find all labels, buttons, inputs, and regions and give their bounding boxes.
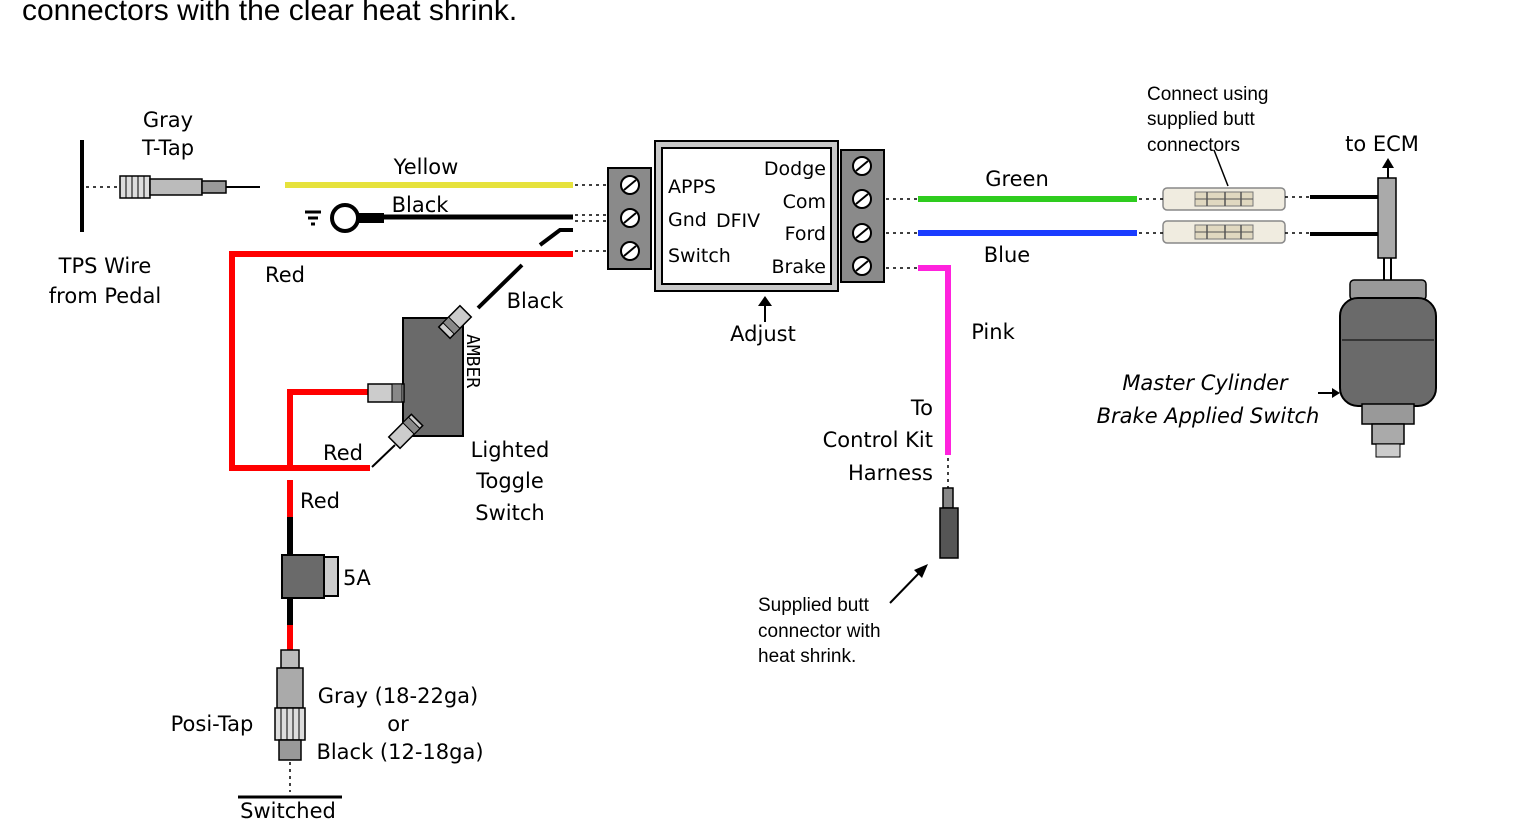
red-top-label: Red bbox=[265, 263, 305, 287]
butt-note-arrow-icon bbox=[889, 564, 928, 604]
black-switch-label: Black bbox=[507, 289, 565, 313]
posi-tap-icon bbox=[274, 649, 306, 761]
master-arrow-icon bbox=[1318, 388, 1340, 398]
connect-note-line-2: supplied butt bbox=[1147, 109, 1255, 130]
red-main-wire bbox=[229, 251, 573, 471]
butt-note-line-2: connector with bbox=[758, 621, 881, 642]
posi-tap-line-1: Gray (18-22ga) bbox=[318, 684, 478, 708]
tps-wire-label-1: TPS Wire bbox=[58, 254, 152, 278]
master-line-2: Brake Applied Switch bbox=[1097, 404, 1320, 428]
connect-note-line-3: connectors bbox=[1147, 135, 1240, 156]
butt-note-line-3: heat shrink. bbox=[758, 646, 856, 667]
pin-brake: Brake bbox=[771, 256, 826, 278]
amber-label: AMBER bbox=[462, 334, 483, 388]
t-tap-icon bbox=[119, 175, 260, 199]
connect-note-arrow-icon bbox=[1213, 149, 1229, 187]
posi-tap-line-2: or bbox=[387, 712, 409, 736]
dfiv-module bbox=[654, 140, 839, 292]
butt-note-line-1: Supplied butt bbox=[758, 595, 870, 616]
toggle-label-2: Toggle bbox=[475, 469, 544, 493]
pink-wire bbox=[918, 265, 951, 455]
red-fuse-label: Red bbox=[300, 489, 340, 513]
ecm-label: to ECM bbox=[1345, 132, 1419, 156]
pin-dodge: Dodge bbox=[764, 158, 826, 180]
fuse-rating: 5A bbox=[343, 566, 371, 590]
adjust-label: Adjust bbox=[730, 322, 796, 346]
black-switch-jumper bbox=[538, 228, 573, 247]
posi-tap-line-3: Black (12-18ga) bbox=[316, 740, 483, 764]
black-switch-wire bbox=[476, 263, 524, 310]
posi-tap-name: Posi-Tap bbox=[171, 712, 254, 736]
toggle-label-3: Switch bbox=[475, 501, 544, 525]
pink-wire-label: Pink bbox=[971, 320, 1015, 344]
master-cylinder-switch-icon bbox=[1339, 279, 1437, 458]
black-top-label: Black bbox=[392, 193, 450, 217]
pink-butt-connector-icon bbox=[939, 487, 959, 559]
adjust-arrow-icon bbox=[758, 296, 772, 322]
t-tap-label-1: Gray bbox=[143, 108, 193, 132]
ecm-harness-icon bbox=[1377, 158, 1397, 282]
pin-switch: Switch bbox=[668, 245, 731, 267]
t-tap-label-2: T-Tap bbox=[141, 136, 194, 160]
fuse-icon bbox=[281, 554, 339, 599]
tps-wire-label-2: from Pedal bbox=[49, 284, 161, 308]
pin-gnd: Gnd bbox=[668, 209, 707, 231]
module-center-label: DFIV bbox=[716, 210, 760, 232]
blue-wire-label: Blue bbox=[984, 243, 1030, 267]
switched-label: Switched bbox=[240, 799, 336, 820]
right-terminal-block bbox=[840, 149, 885, 283]
connect-note-line-1: Connect using bbox=[1147, 84, 1268, 105]
header-text: connectors with the clear heat shrink. bbox=[22, 0, 517, 27]
yellow-wire-label: Yellow bbox=[393, 155, 459, 179]
left-terminal-block bbox=[607, 167, 652, 270]
master-line-1: Master Cylinder bbox=[1122, 371, 1289, 395]
ground-icon bbox=[305, 203, 384, 233]
pin-ford: Ford bbox=[785, 223, 826, 245]
control-kit-line-2: Control Kit bbox=[823, 428, 933, 452]
control-kit-line-3: Harness bbox=[848, 461, 933, 485]
butt-connector-green-icon bbox=[1162, 187, 1286, 211]
pin-apps: APPS bbox=[668, 176, 716, 198]
toggle-switch-icon bbox=[367, 304, 473, 468]
red-switch-wire bbox=[287, 389, 368, 468]
green-wire-label: Green bbox=[985, 167, 1049, 191]
control-kit-line-1: To bbox=[910, 396, 933, 420]
toggle-label-1: Lighted bbox=[471, 438, 550, 462]
red-switch-label: Red bbox=[323, 441, 363, 465]
pin-com: Com bbox=[783, 191, 826, 213]
butt-connector-blue-icon bbox=[1162, 220, 1286, 244]
